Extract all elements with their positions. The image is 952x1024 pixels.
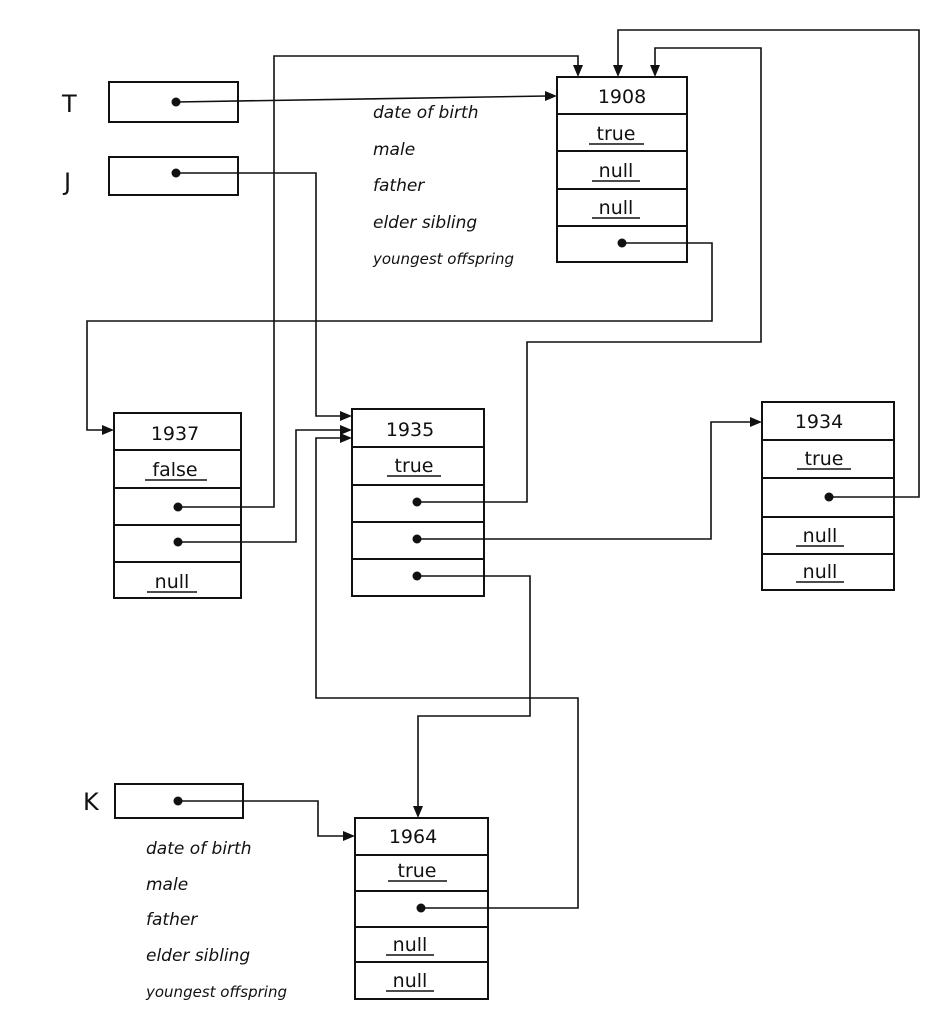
- field-labels-top: date of birth male father elder sibling …: [372, 103, 514, 268]
- field-cell: [351, 446, 485, 486]
- pointer-1964-father-to-1935: [315, 437, 579, 909]
- record-youngest-offspring-value: null: [803, 561, 838, 583]
- field-labels-bottom: date of birth male father elder sibling …: [145, 839, 287, 1001]
- field-label-youngest-offspring: youngest offspring: [372, 250, 514, 268]
- field-label-date-of-birth: date of birth: [146, 839, 251, 859]
- record-male-value: true: [597, 123, 636, 145]
- field-cell: [113, 412, 242, 451]
- pointer-1937-sibling-to-1935: [178, 429, 342, 543]
- record-male-value: true: [805, 448, 844, 470]
- pointer-k-to-1964: [178, 800, 345, 837]
- pointer-1935-offspring-to-1964: [417, 575, 531, 808]
- field-cell: [556, 113, 688, 152]
- record-male-value: false: [152, 459, 197, 481]
- field-cell: [556, 76, 688, 115]
- variable-T-label: T: [61, 90, 77, 118]
- arrowhead: [102, 425, 114, 435]
- record-youngest-offspring-value: null: [155, 571, 190, 593]
- field-cell: [556, 150, 688, 190]
- field-cell: [761, 516, 895, 555]
- field-cell: [351, 408, 485, 448]
- arrowhead: [750, 417, 762, 427]
- record-1934: 1934 true null null: [761, 401, 895, 591]
- record-year: 1908: [598, 86, 646, 108]
- field-label-elder-sibling: elder sibling: [146, 946, 250, 966]
- pointer-1935-sibling-to-1934: [417, 421, 752, 540]
- arrowhead: [340, 433, 352, 443]
- pointer-wires: [86, 29, 920, 909]
- field-cell: [761, 553, 895, 591]
- record-1964: 1964 true null null: [354, 817, 489, 1000]
- field-label-male: male: [373, 140, 415, 160]
- arrowhead: [573, 65, 583, 77]
- record-elder-sibling-value: null: [599, 197, 634, 219]
- record-male-value: true: [398, 860, 437, 882]
- arrowhead: [413, 806, 423, 818]
- field-cell: [761, 401, 895, 441]
- arrowhead: [340, 411, 352, 421]
- variable-J-label: J: [62, 168, 71, 196]
- record-elder-sibling-value: null: [803, 525, 838, 547]
- arrowhead: [650, 65, 660, 77]
- record-year: 1935: [386, 419, 434, 441]
- field-label-father: father: [373, 176, 425, 196]
- field-cell: [354, 961, 489, 1000]
- field-cell: [556, 188, 688, 227]
- field-label-date-of-birth: date of birth: [373, 103, 478, 123]
- record-1935: 1935 true: [351, 408, 485, 597]
- arrowhead: [340, 425, 352, 435]
- field-label-elder-sibling: elder sibling: [373, 213, 477, 233]
- arrowhead: [545, 91, 557, 101]
- record-elder-sibling-value: null: [393, 934, 428, 956]
- pointer-t-to-1908: [175, 95, 548, 103]
- field-label-father: father: [146, 910, 198, 930]
- record-year: 1964: [389, 826, 437, 848]
- field-label-youngest-offspring: youngest offspring: [145, 983, 287, 1001]
- arrowhead: [343, 831, 355, 841]
- record-year: 1934: [795, 411, 843, 433]
- record-1908: 1908 true null null: [556, 76, 688, 263]
- field-cell: [354, 817, 489, 856]
- arrowhead: [613, 65, 623, 77]
- field-label-male: male: [146, 875, 188, 895]
- pointer-1908-offspring-to-1937: [86, 242, 713, 431]
- record-youngest-offspring-value: null: [393, 970, 428, 992]
- record-year: 1937: [151, 423, 199, 445]
- pointer-1935-father-to-1908: [417, 47, 762, 503]
- pointer-1934-father-to-1908: [617, 29, 920, 498]
- record-1937: 1937 false null: [113, 412, 242, 599]
- pointer-j-to-1935: [176, 172, 342, 417]
- record-male-value: true: [395, 455, 434, 477]
- variable-J: J: [62, 156, 239, 196]
- variable-K-label: K: [83, 788, 100, 816]
- field-cell: [354, 926, 489, 963]
- pointer-1937-father-to-1908: [178, 55, 579, 508]
- record-father-value: null: [599, 160, 634, 182]
- field-cell: [761, 439, 895, 479]
